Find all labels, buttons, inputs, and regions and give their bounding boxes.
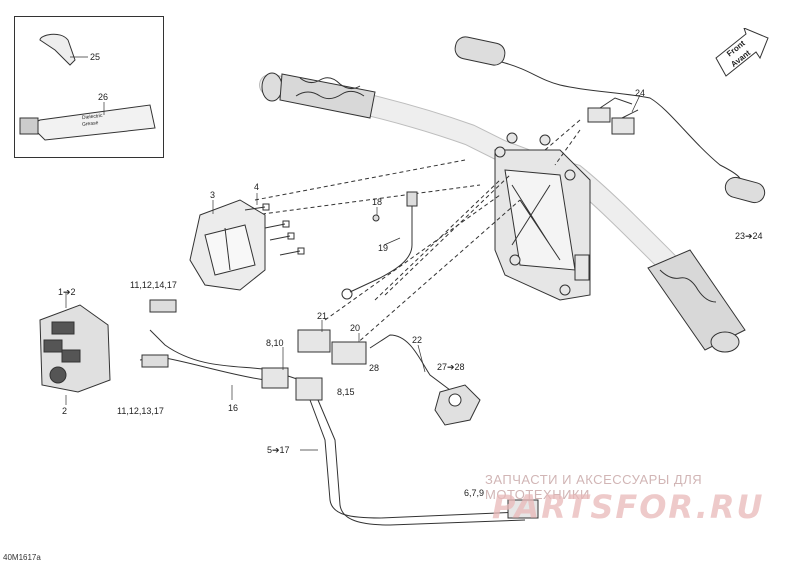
left-grip — [261, 72, 376, 119]
drawing-code: 40M1617a — [3, 553, 41, 562]
riser-clamp — [494, 132, 591, 301]
callout-26: 26 — [98, 92, 109, 102]
watermark-logo: PARTSFOR.RU — [492, 488, 765, 526]
callout-20: 20 — [350, 323, 361, 333]
callout-3: 3 — [210, 190, 216, 200]
accessory-inset — [14, 16, 164, 158]
grease-tube — [19, 104, 156, 141]
callout-6-7-9: 6,7,9 — [464, 488, 485, 498]
callout-25: 25 — [90, 52, 101, 62]
callout-23-24: 23➔24 — [735, 231, 763, 241]
watermark-text: ЗАПЧАСТИ И АКСЕССУАРЫ ДЛЯ МОТОТЕХНИКИ — [485, 472, 703, 502]
switch-module — [39, 304, 111, 393]
callout-2: 2 — [62, 406, 68, 416]
callout-27-28: 27➔28 — [437, 362, 465, 372]
callout-4: 4 — [254, 182, 260, 192]
right-grip — [647, 249, 746, 353]
front-direction-arrow: Front Avant — [712, 27, 770, 80]
callout-19: 19 — [378, 243, 389, 253]
switch-housing — [189, 199, 266, 291]
callout-5-17: 5➔17 — [267, 445, 290, 455]
callout-11-12-13-17: 11,12,13,17 — [117, 406, 164, 416]
callout-24: 24 — [635, 88, 646, 98]
callout-11-12-14-17: 11,12,14,17 — [130, 280, 177, 290]
callout-21: 21 — [317, 311, 328, 321]
callout-8-15: 8,15 — [337, 387, 355, 397]
callout-16: 16 — [228, 403, 239, 413]
callout-8-10: 8,10 — [266, 338, 284, 348]
callout-28: 28 — [369, 363, 380, 373]
callout-22: 22 — [412, 335, 423, 345]
callout-18: 18 — [372, 197, 383, 207]
callout-1-2: 1➔2 — [58, 287, 76, 297]
screws — [244, 203, 305, 256]
switch-27-28 — [434, 384, 481, 426]
tube-label-2: Grease — [81, 120, 99, 128]
